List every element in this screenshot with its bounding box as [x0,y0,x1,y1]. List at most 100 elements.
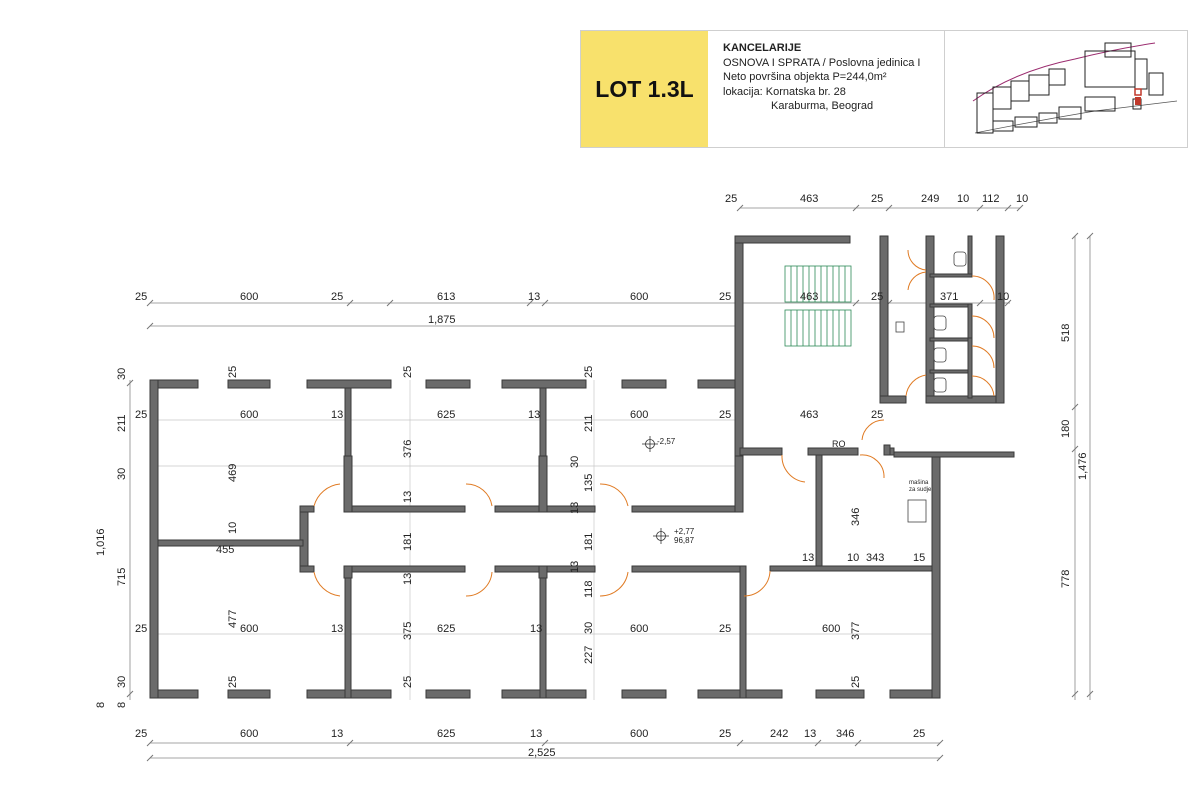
svg-text:30: 30 [116,676,128,688]
svg-text:13: 13 [331,623,343,635]
svg-text:181: 181 [402,533,414,551]
svg-text:13: 13 [331,728,343,740]
dimension-ticks [126,204,1094,762]
svg-text:25: 25 [850,676,862,688]
sanitary-fixtures [895,251,967,523]
svg-text:8: 8 [95,702,107,708]
title-divider [944,31,945,147]
project-line-2: Neto površina objekta P=244,0m² [723,71,887,83]
svg-text:343: 343 [866,552,884,564]
svg-text:600: 600 [240,291,258,303]
svg-text:211: 211 [583,414,595,432]
level-value-2b: 96,87 [674,536,695,545]
svg-text:25: 25 [135,409,147,421]
svg-text:181: 181 [583,533,595,551]
bottom-dimensions: 25 600 13 625 13 600 25 242 13 346 25 2,… [135,728,925,759]
svg-text:13: 13 [530,728,542,740]
svg-text:13: 13 [804,728,816,740]
doors [313,249,995,597]
svg-text:25: 25 [402,676,414,688]
svg-text:25: 25 [331,291,343,303]
svg-text:8: 8 [116,702,128,708]
svg-text:135: 135 [583,474,595,492]
ro-label: RO [832,439,846,449]
svg-text:600: 600 [630,728,648,740]
svg-text:25: 25 [227,366,239,378]
svg-text:25: 25 [871,193,883,205]
lot-label: LOT 1.3L [581,31,708,147]
svg-text:13: 13 [528,409,540,421]
svg-text:13: 13 [402,491,414,503]
svg-text:13: 13 [530,623,542,635]
level-value-1: -2,57 [657,437,676,446]
level-value-2a: +2,77 [674,527,695,536]
svg-text:25: 25 [719,623,731,635]
svg-text:10: 10 [847,552,859,564]
svg-text:30: 30 [569,456,581,468]
svg-text:778: 778 [1060,570,1072,588]
svg-text:600: 600 [630,291,648,303]
svg-text:10: 10 [1016,193,1028,205]
site-key-plan [972,42,1178,134]
svg-text:25: 25 [227,676,239,688]
project-line-3: lokacija: Kornatska br. 28 [723,85,846,98]
svg-text:13: 13 [402,573,414,585]
svg-text:371: 371 [940,291,958,303]
svg-text:15: 15 [913,552,925,564]
svg-text:477: 477 [227,610,239,628]
svg-text:463: 463 [800,193,818,205]
svg-text:625: 625 [437,409,455,421]
svg-text:10: 10 [957,193,969,205]
svg-text:13: 13 [331,409,343,421]
svg-text:13: 13 [569,561,581,573]
masina-label-2: za sudje [909,487,932,493]
svg-text:25: 25 [135,623,147,635]
svg-text:455: 455 [216,544,234,556]
svg-text:600: 600 [630,623,648,635]
svg-text:227: 227 [583,646,595,664]
level-marker-2: +2,77 96,87 [653,527,695,545]
svg-text:600: 600 [630,409,648,421]
svg-text:715: 715 [116,568,128,586]
interior-dimensions: 25 600 13 625 13 600 25 463 25 25 25 25 … [135,366,925,688]
masina-label-1: mašina [909,480,929,486]
left-dimensions: 30 211 30 715 30 8 8 1,016 [95,368,128,708]
project-heading: KANCELARIJE [723,42,802,54]
svg-text:25: 25 [913,728,925,740]
svg-text:469: 469 [227,464,239,482]
svg-text:375: 375 [402,622,414,640]
svg-text:25: 25 [719,728,731,740]
row-dimensions: 25 600 25 613 13 600 25 463 25 371 10 1,… [135,291,1009,326]
svg-text:600: 600 [240,728,258,740]
svg-text:346: 346 [836,728,854,740]
svg-text:249: 249 [921,193,939,205]
svg-text:25: 25 [402,366,414,378]
svg-text:463: 463 [800,291,818,303]
svg-text:600: 600 [240,623,258,635]
title-block: LOT 1.3L KANCELARIJE OSNOVA I SPRATA / P… [580,30,1188,148]
svg-text:13: 13 [569,502,581,514]
svg-text:25: 25 [135,728,147,740]
svg-text:30: 30 [116,368,128,380]
svg-text:25: 25 [583,366,595,378]
svg-text:30: 30 [583,622,595,634]
svg-text:25: 25 [871,409,883,421]
svg-text:2,525: 2,525 [528,747,556,759]
svg-text:25: 25 [719,409,731,421]
svg-text:600: 600 [240,409,258,421]
staircase [784,265,852,347]
svg-text:25: 25 [725,193,737,205]
svg-text:30: 30 [116,468,128,480]
svg-text:377: 377 [850,622,862,640]
dimension-lines [129,207,1091,759]
svg-text:118: 118 [583,580,595,598]
svg-text:13: 13 [528,291,540,303]
svg-text:25: 25 [719,291,731,303]
svg-text:13: 13 [802,552,814,564]
svg-text:211: 211 [116,414,128,432]
svg-text:25: 25 [871,291,883,303]
svg-text:463: 463 [800,409,818,421]
project-line-4: Karaburma, Beograd [771,100,874,112]
svg-text:1,875: 1,875 [428,314,456,326]
